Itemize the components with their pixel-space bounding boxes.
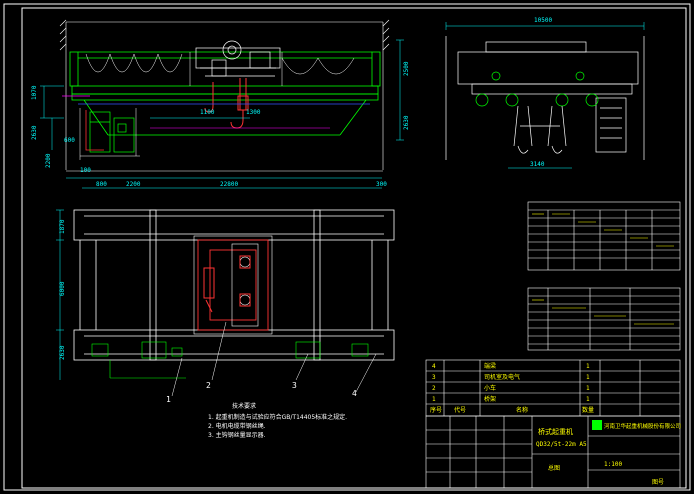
drawing-stage: 总图 [548,464,560,472]
side-elevation-view: 10500 3140 [445,17,645,169]
technical-notes: 技术要求 1. 起重机制造与试验应符合GB/T14405标准之规定. 2. 电机… [208,402,428,440]
parts-list: 4 端梁 1 3 司机室及电气 1 2 小车 1 1 桥架 1 序号 代号 名称… [425,359,681,417]
dim-front-600: 600 [64,137,75,144]
dim-front-2630b: 2630 [403,115,410,130]
spec-table-marks [532,213,674,325]
dim-front-1100: 1100 [200,109,215,116]
dim-plan-1870: 1870 [59,219,66,234]
parts-row-no: 3 [432,374,436,381]
spec-table-2 [527,287,681,351]
title-block: 桥式起重机 QD32/5t-22m A5 河南卫华起重机械股份有限公司 总图 1… [425,415,681,489]
dim-side-3140: 3140 [530,161,545,168]
dim-front-2200b: 2200 [45,153,52,168]
parts-row-name: 桥架 [484,395,496,403]
technical-note-item: 1. 起重机制造与试验应符合GB/T14405标准之规定. [208,414,348,421]
technical-notes-title: 技术要求 [232,403,257,410]
parts-row-qty: 1 [586,396,590,403]
parts-header-name: 名称 [516,406,528,414]
parts-row-no: 1 [432,396,436,403]
front-elevation-view: 1070 2630 600 100 800 2200 1100 1300 228… [31,19,410,189]
plan-view: 1870 6000 2630 1 2 3 4 [56,209,395,404]
callout-1: 1 [166,395,171,404]
parts-row-qty: 1 [586,363,590,370]
parts-row-no: 2 [432,385,436,392]
dim-front-1070: 1070 [31,85,38,100]
dim-front-100: 100 [80,167,91,174]
dim-front-2630: 2630 [31,125,38,140]
callout-3: 3 [292,381,297,390]
parts-row-qty: 1 [586,374,590,381]
dim-front-22800: 22800 [220,181,238,188]
dim-front-800: 800 [96,181,107,188]
drawing-title: 桥式起重机 [538,427,573,436]
dim-front-2200: 2200 [126,181,141,188]
dim-plan-6000: 6000 [59,281,66,296]
parts-header-code: 代号 [454,406,466,414]
drawing-model: QD32/5t-22m A5 [536,441,587,448]
parts-row-no: 4 [432,363,436,370]
company-name: 河南卫华起重机械股份有限公司 [604,422,681,430]
parts-row-name: 司机室及电气 [484,373,520,381]
technical-note-item: 3. 主钩钢丝量显示器. [208,432,266,439]
sheet-frame [3,3,691,491]
dim-front-300: 300 [376,181,387,188]
drawing-scale: 1:100 [604,461,622,468]
callout-4: 4 [352,389,357,398]
callout-2: 2 [206,381,211,390]
dim-front-1300: 1300 [246,109,261,116]
parts-header-no: 序号 [430,406,442,414]
dim-plan-2630: 2630 [59,345,66,360]
parts-row-qty: 1 [586,385,590,392]
parts-header-qty: 数量 [582,406,594,414]
parts-row-name: 端梁 [484,362,496,370]
dim-front-2500: 2500 [403,61,410,76]
spec-table-1 [527,201,681,271]
parts-row-name: 小车 [484,384,496,392]
drawing-number: 图号 [652,479,664,486]
dim-side-10500: 10500 [534,17,552,24]
technical-note-item: 2. 电机电缆带钢丝绳. [208,423,266,430]
